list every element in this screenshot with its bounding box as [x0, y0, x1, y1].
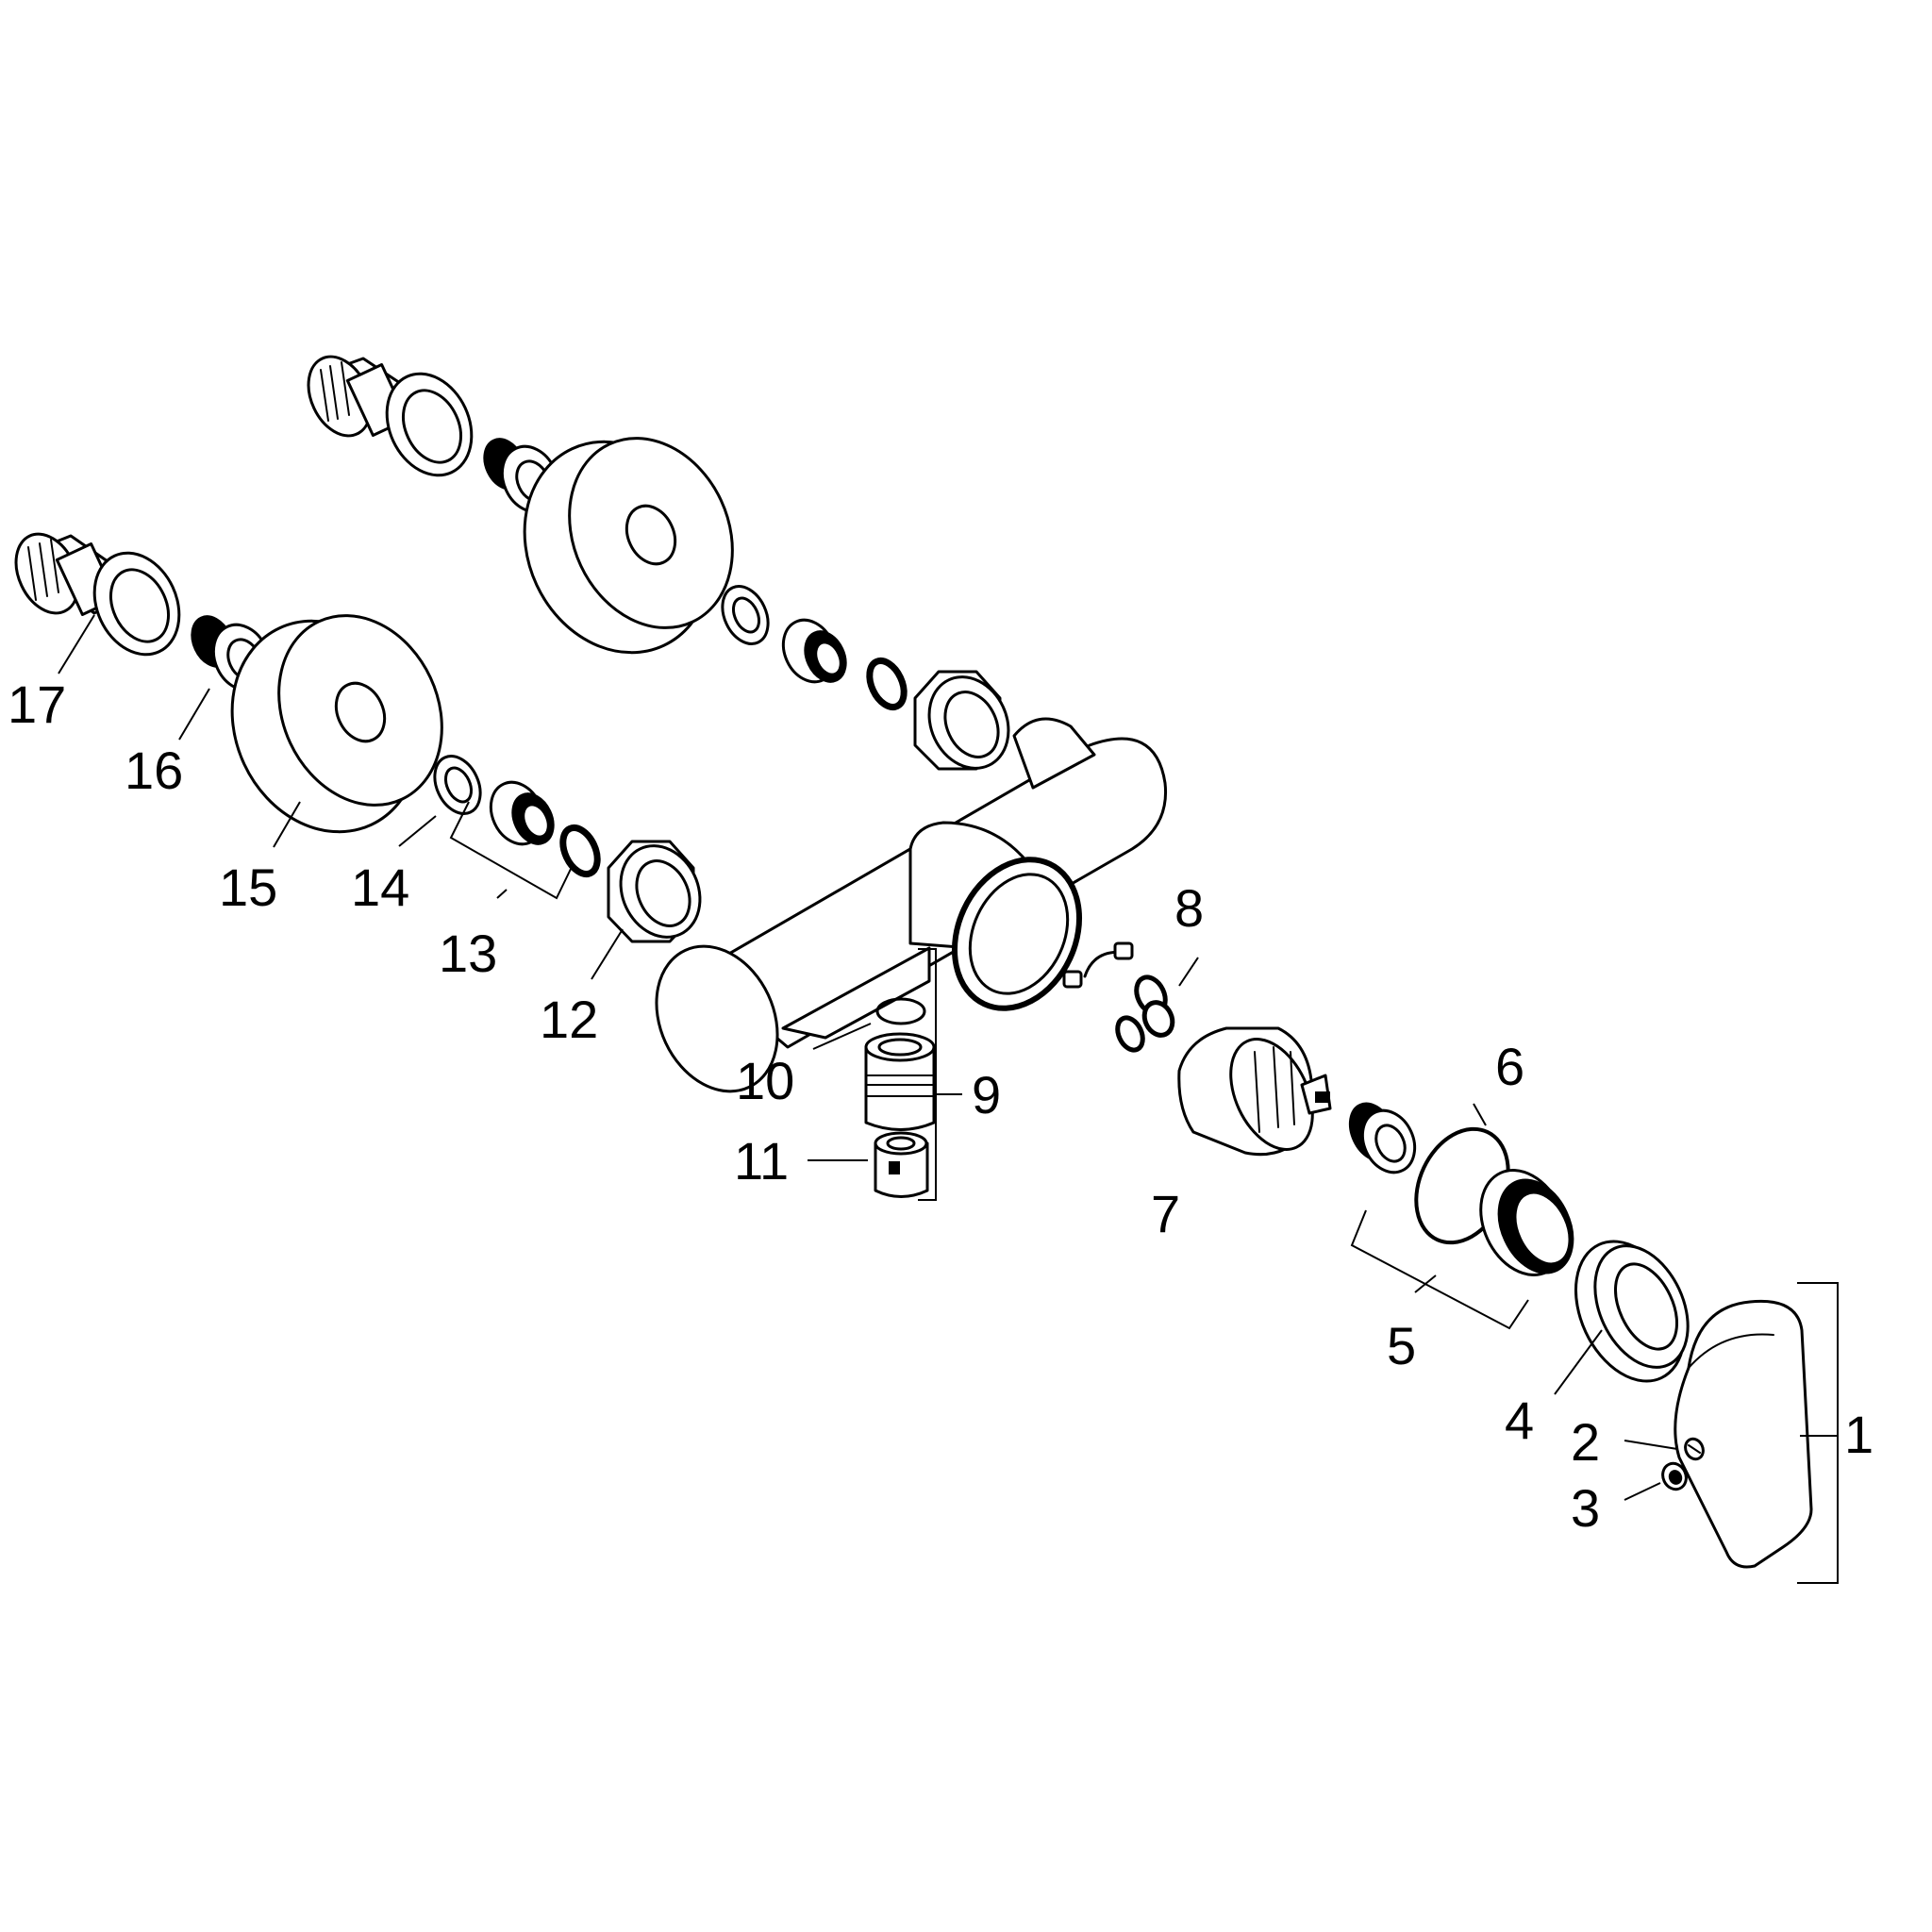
callout-3: 3 [1571, 1478, 1600, 1538]
callout-4: 4 [1505, 1391, 1534, 1450]
lower-union-nut [607, 840, 702, 943]
upper-nipple [781, 618, 847, 684]
callout-16: 16 [125, 741, 183, 800]
callout-14: 14 [351, 858, 409, 917]
cover-sleeve [1574, 1240, 1690, 1383]
callout-labels: 1 2 3 4 5 6 7 8 9 10 11 12 13 14 15 16 1… [8, 675, 1874, 1538]
callout-8: 8 [1174, 878, 1204, 938]
lower-nipple [489, 780, 555, 846]
callout-15: 15 [219, 858, 277, 917]
cartridge [1177, 1026, 1332, 1157]
outlet-nipple [864, 1032, 936, 1131]
leader-lines [58, 614, 1839, 1584]
lever-handle [1674, 1299, 1813, 1569]
adapter-ring [1348, 1102, 1417, 1174]
callout-13: 13 [439, 924, 497, 983]
upper-o-ring [866, 657, 908, 711]
upper-inlet-assembly [307, 355, 1010, 771]
callout-17: 17 [8, 675, 66, 734]
callout-7: 7 [1151, 1184, 1180, 1243]
cartridge-nut [1479, 1169, 1574, 1276]
outlet-washer [875, 997, 926, 1025]
screw-cap [1661, 1461, 1688, 1491]
lower-washer-hole [443, 766, 474, 804]
callout-11: 11 [734, 1131, 789, 1191]
lower-s-union [14, 532, 181, 657]
lower-o-ring [559, 824, 601, 878]
callout-12: 12 [540, 990, 598, 1049]
lower-cover-rosette [230, 614, 443, 834]
callout-5: 5 [1387, 1316, 1416, 1375]
callout-6: 6 [1495, 1037, 1524, 1096]
mixer-body [655, 717, 1168, 1093]
lower-inlet-assembly [14, 532, 702, 943]
upper-washer-hole [731, 596, 761, 634]
upper-union-nut [913, 670, 1010, 771]
callout-9: 9 [972, 1065, 1001, 1124]
callout-1: 1 [1844, 1405, 1874, 1464]
upper-s-union [307, 355, 474, 477]
cartridge-seals [1115, 974, 1175, 1053]
flow-limiter [874, 1131, 929, 1198]
upper-cover-rosette [523, 437, 734, 655]
clip [1062, 941, 1134, 989]
callout-2: 2 [1571, 1412, 1600, 1472]
callout-10: 10 [736, 1051, 794, 1110]
